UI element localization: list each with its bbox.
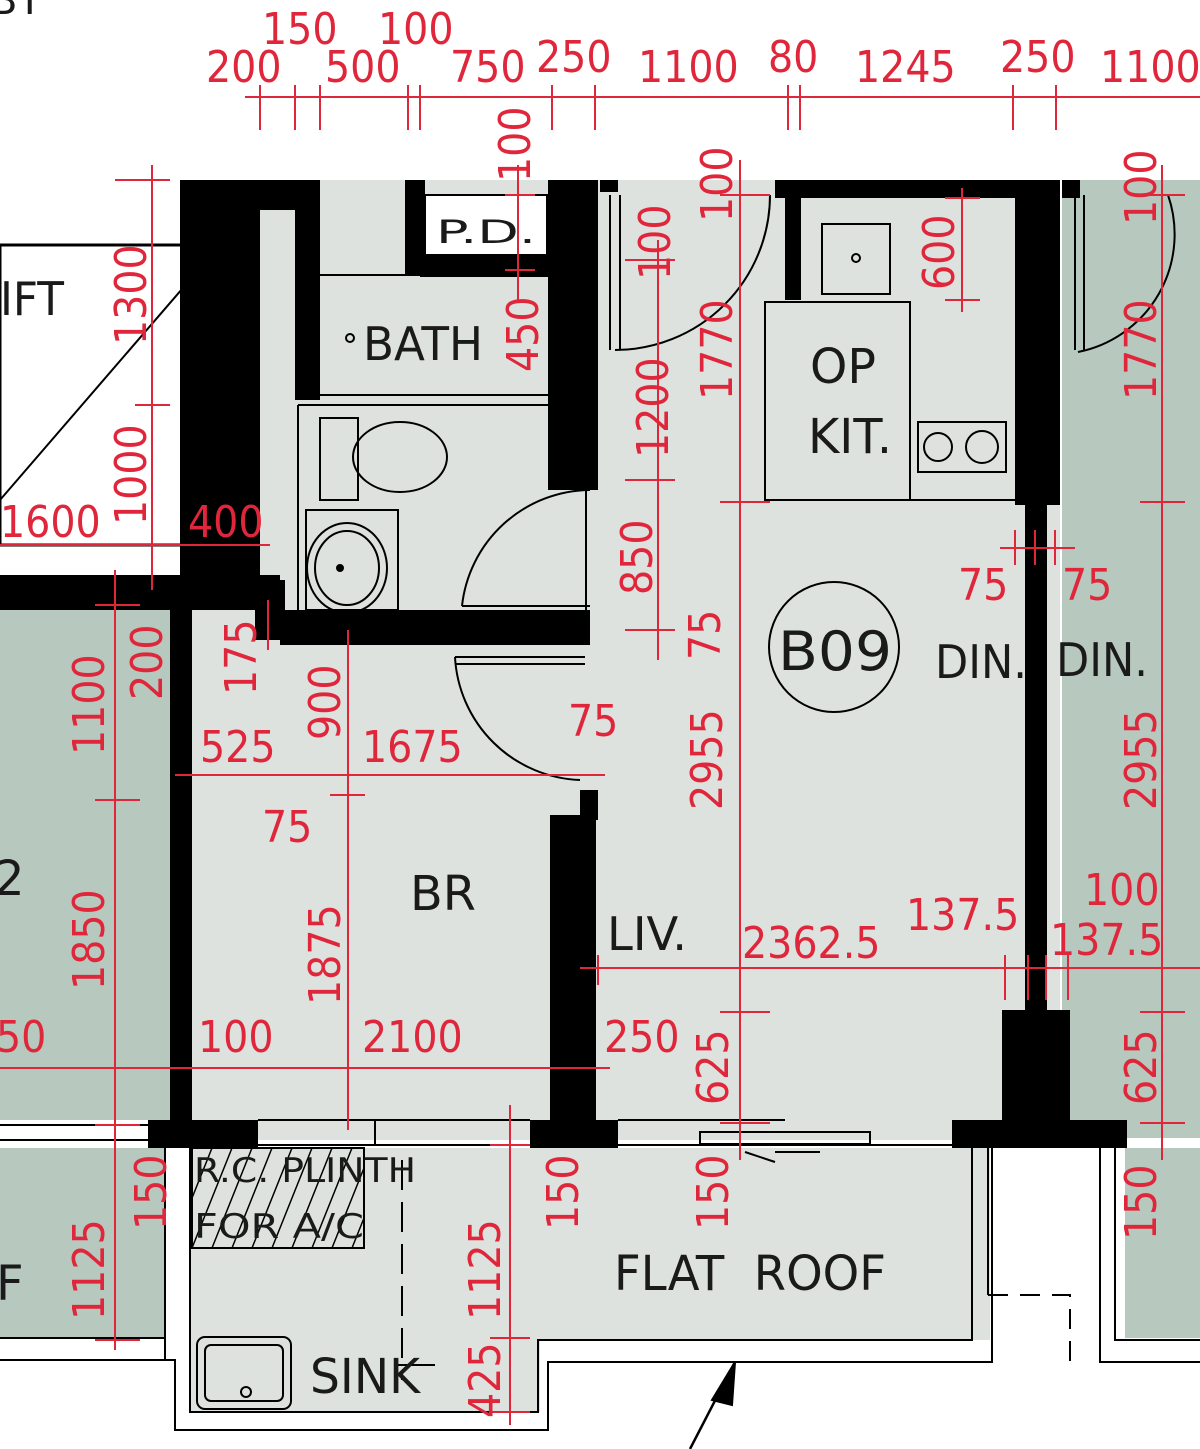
- dim-50: 50: [0, 1012, 46, 1063]
- dim-1100-left: 1100: [64, 654, 115, 755]
- label-partial-2: 2: [0, 851, 25, 907]
- dim-top-250b: 250: [1000, 32, 1076, 83]
- dim-1875: 1875: [300, 904, 351, 1005]
- dim-175: 175: [216, 619, 267, 695]
- dim-top-1245: 1245: [855, 42, 956, 93]
- dim-137-left: 137.5: [906, 890, 1019, 941]
- dim-top-500: 500: [325, 42, 401, 93]
- dim-2955-right: 2955: [1116, 709, 1167, 810]
- dim-top-100: 100: [378, 4, 454, 55]
- dim-1600: 1600: [0, 497, 101, 548]
- dimension-lines: [0, 85, 1200, 1425]
- dim-100-entry: 100: [630, 204, 681, 280]
- dim-100-bath: 100: [490, 106, 541, 182]
- label-flat-roof: FLAT ROOF: [614, 1246, 886, 1302]
- dim-425: 425: [460, 1342, 511, 1418]
- label-lift: IFT: [0, 272, 65, 326]
- label-partial-top: BT: [0, 0, 42, 24]
- dim-75-br-door: 75: [568, 696, 618, 747]
- dim-top-200: 200: [206, 42, 282, 93]
- dim-top-150: 150: [262, 4, 338, 55]
- dim-200: 200: [122, 624, 173, 700]
- dim-400: 400: [188, 497, 264, 548]
- dim-150-left: 150: [126, 1154, 177, 1230]
- dim-top-750: 750: [450, 42, 526, 93]
- label-sink: SINK: [310, 1349, 421, 1405]
- dim-850: 850: [612, 519, 663, 595]
- dim-1200: 1200: [628, 357, 679, 458]
- dim-1770-mid: 1770: [692, 299, 743, 400]
- dim-450: 450: [498, 296, 549, 372]
- dim-2362: 2362.5: [742, 918, 880, 969]
- dim-100-top-mid: 100: [692, 146, 743, 222]
- dim-1125-left: 1125: [64, 1219, 115, 1320]
- dim-1675: 1675: [362, 722, 463, 773]
- dim-150-right: 150: [1116, 1164, 1167, 1240]
- fixtures: [0, 194, 1200, 1449]
- dim-2955-mid: 2955: [682, 709, 733, 810]
- label-din-left: DIN.: [935, 635, 1027, 689]
- dim-top-1100a: 1100: [638, 42, 739, 93]
- label-liv: LIV.: [607, 907, 687, 961]
- label-din-right: DIN.: [1056, 633, 1148, 687]
- dim-250-liv: 250: [604, 1012, 680, 1063]
- dim-75-din-right: 75: [1062, 560, 1112, 611]
- label-partial-f: F: [0, 1256, 24, 1312]
- dim-75-br: 75: [262, 802, 312, 853]
- label-br: BR: [410, 866, 476, 922]
- label-plinth-1: R.C. PLINTH: [194, 1151, 416, 1191]
- dim-1125-roof: 1125: [460, 1219, 511, 1320]
- dim-137-right: 137.5: [1050, 915, 1163, 966]
- walls: [0, 180, 1127, 1148]
- room-labels: P.D. BATH OP KIT. B09 DIN. DIN. BR LIV. …: [0, 0, 1148, 1405]
- dim-100-top-right: 100: [1116, 149, 1167, 225]
- dim-2100: 2100: [362, 1012, 463, 1063]
- dim-75-din-left: 75: [958, 560, 1008, 611]
- dim-1300: 1300: [106, 244, 157, 345]
- label-op: OP: [810, 339, 876, 395]
- dim-1000: 1000: [106, 424, 157, 525]
- dim-100-din: 100: [1084, 865, 1160, 916]
- label-plinth-2: FOR A/C: [194, 1207, 364, 1247]
- dim-top-1100b: 1100: [1100, 42, 1200, 93]
- dim-150-roof: 150: [538, 1154, 589, 1230]
- dim-625-mid: 625: [688, 1029, 739, 1105]
- label-pd: P.D.: [436, 213, 536, 251]
- dim-1850: 1850: [64, 889, 115, 990]
- label-kit: KIT.: [808, 409, 892, 465]
- label-unit-id: B09: [778, 620, 892, 683]
- dim-100-br: 100: [198, 1012, 274, 1063]
- dim-900: 900: [300, 664, 351, 740]
- dim-525: 525: [200, 722, 276, 773]
- dim-600: 600: [914, 214, 965, 290]
- dim-75-liv: 75: [680, 610, 731, 660]
- dim-top-250a: 250: [536, 32, 612, 83]
- dim-150-mid: 150: [688, 1154, 739, 1230]
- dim-1770-right: 1770: [1116, 299, 1167, 400]
- dim-top-80: 80: [768, 32, 818, 83]
- label-bath: BATH: [363, 317, 483, 371]
- dim-625-right: 625: [1116, 1029, 1167, 1105]
- dimension-labels: 150 100 200 500 750 250 1100 80 1245 250…: [0, 4, 1200, 1418]
